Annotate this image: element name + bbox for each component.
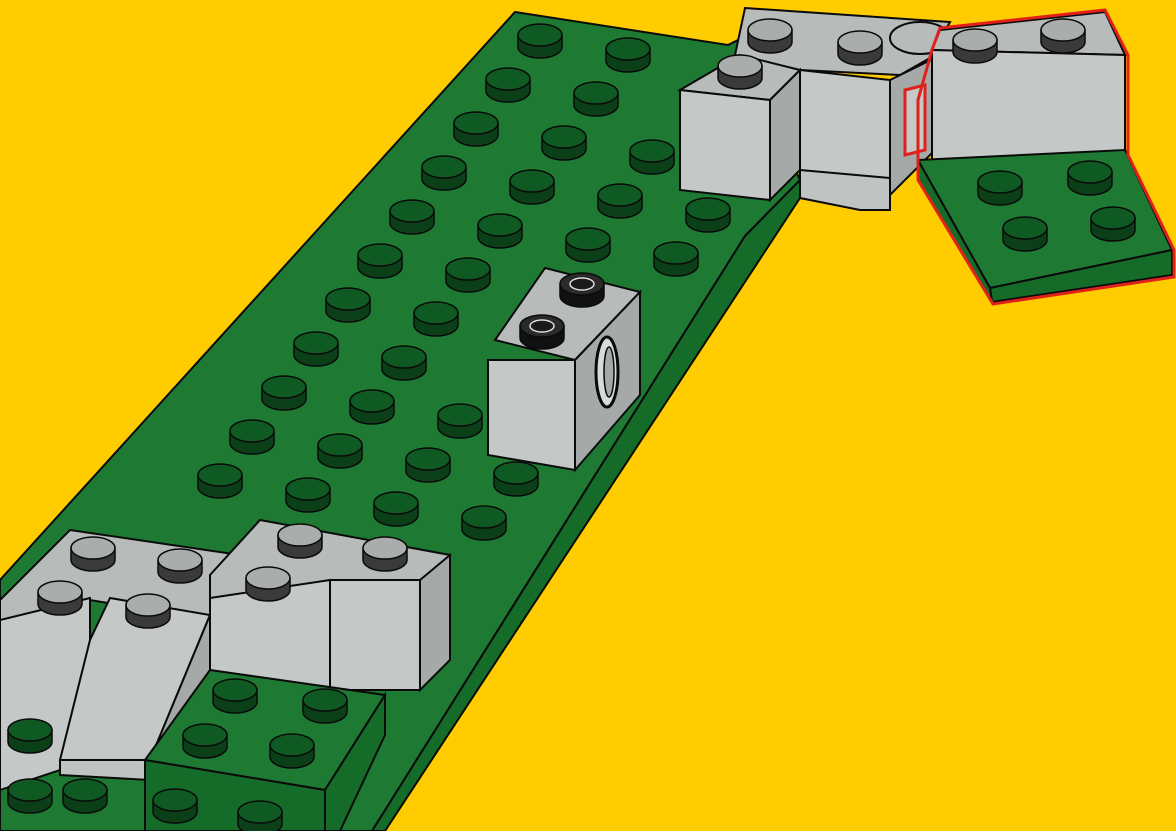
- stud: [390, 200, 434, 234]
- stud: [294, 332, 338, 366]
- stud: [38, 581, 82, 615]
- stud: [374, 492, 418, 526]
- stud: [486, 68, 530, 102]
- stud: [8, 719, 52, 753]
- stud: [414, 302, 458, 336]
- top-gray-bricks: [680, 8, 950, 210]
- stud: [198, 464, 242, 498]
- stud: [238, 801, 282, 831]
- stud: [63, 779, 107, 813]
- stud: [153, 789, 197, 823]
- stud: [422, 156, 466, 190]
- stud: [520, 315, 564, 349]
- stud: [518, 24, 562, 58]
- stud: [978, 171, 1022, 205]
- stud: [1041, 19, 1085, 53]
- stud: [326, 288, 370, 322]
- stud: [438, 404, 482, 438]
- stud: [350, 390, 394, 424]
- stud: [406, 448, 450, 482]
- stud: [1003, 217, 1047, 251]
- stud: [953, 29, 997, 63]
- stud: [606, 38, 650, 72]
- stud: [454, 112, 498, 146]
- stud: [246, 567, 290, 601]
- stud: [838, 31, 882, 65]
- stud: [8, 779, 52, 813]
- stud: [566, 228, 610, 262]
- stud: [278, 524, 322, 558]
- stud: [382, 346, 426, 380]
- stud: [542, 126, 586, 160]
- stud: [262, 376, 306, 410]
- stud: [446, 258, 490, 292]
- stud: [71, 537, 115, 571]
- stud: [1068, 161, 1112, 195]
- stud: [748, 19, 792, 53]
- stud: [686, 198, 730, 232]
- stud: [718, 55, 762, 89]
- stud: [303, 689, 347, 723]
- stud: [318, 434, 362, 468]
- stud: [286, 478, 330, 512]
- stud: [462, 506, 506, 540]
- stud: [1091, 207, 1135, 241]
- stud: [358, 244, 402, 278]
- stud: [654, 242, 698, 276]
- stud: [560, 273, 604, 307]
- stud: [574, 82, 618, 116]
- stud: [478, 214, 522, 248]
- stud: [363, 537, 407, 571]
- stud: [630, 140, 674, 174]
- stud: [126, 594, 170, 628]
- stud: [510, 170, 554, 204]
- stud: [598, 184, 642, 218]
- stud: [158, 549, 202, 583]
- stud: [270, 734, 314, 768]
- stud: [230, 420, 274, 454]
- stud: [183, 724, 227, 758]
- stud: [213, 679, 257, 713]
- stud: [494, 462, 538, 496]
